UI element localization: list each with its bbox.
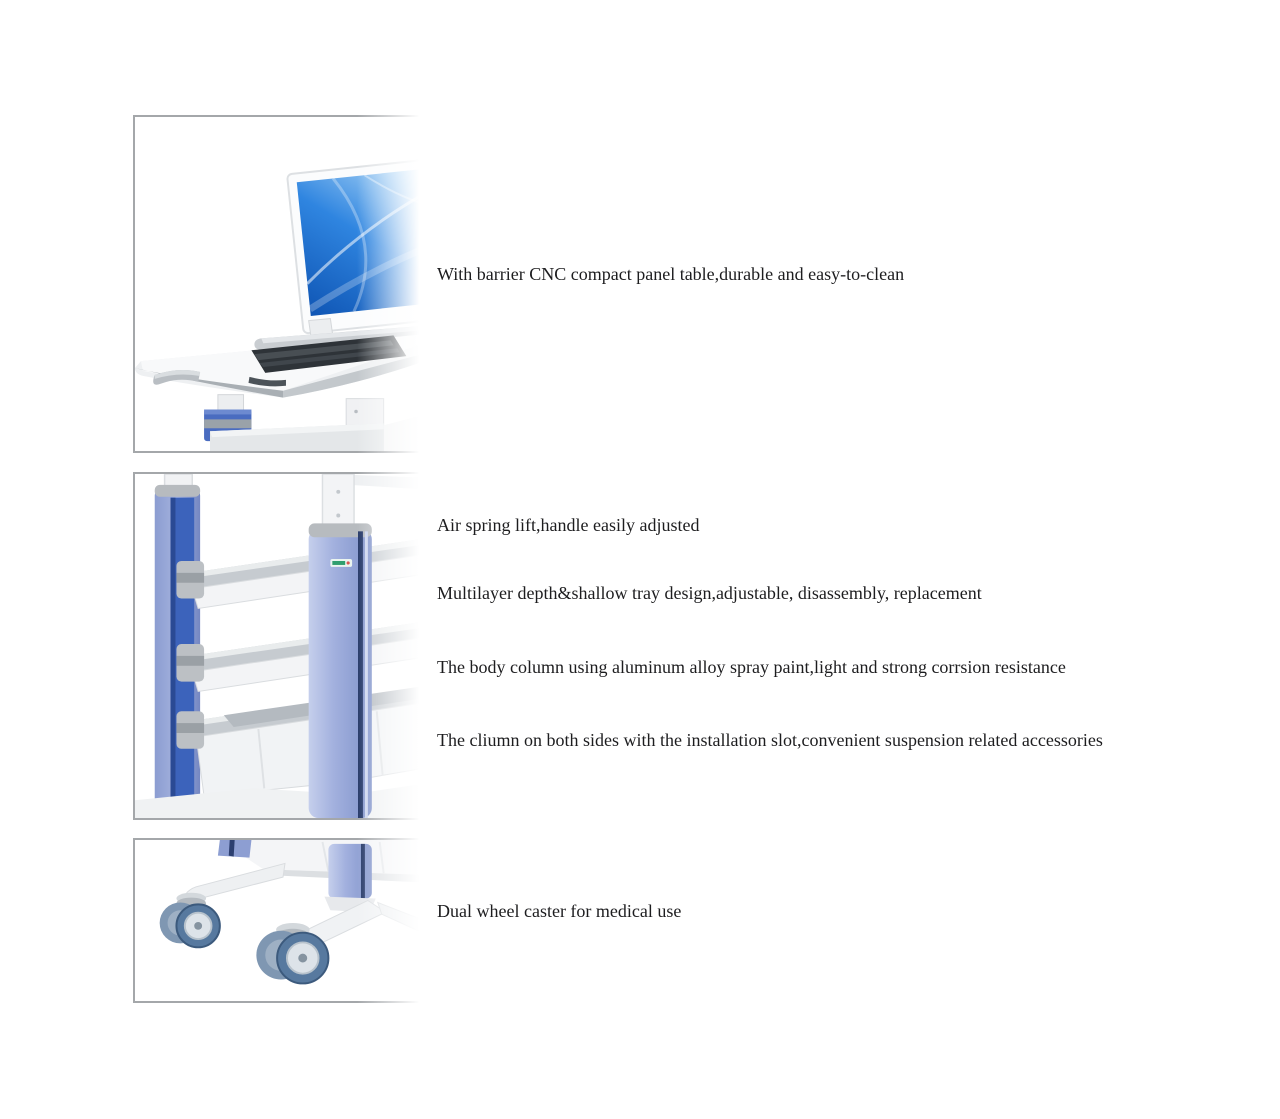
caption-body-column: The body column using aluminum alloy spr…	[437, 657, 1066, 677]
tray-shallow-2	[176, 620, 433, 693]
caption-panel-table: With barrier CNC compact panel table,dur…	[437, 264, 905, 284]
figure-tray-column	[133, 472, 435, 820]
caster-left	[159, 892, 221, 949]
monitor	[286, 153, 433, 335]
figure-panel-table	[133, 115, 435, 453]
product-photo-trays-columns	[135, 474, 433, 818]
tray-shallow-1	[176, 537, 433, 609]
tray-deep	[176, 685, 433, 797]
caption-installation-slot: The cliumn on both sides with the instal…	[437, 730, 1103, 750]
right-column	[308, 523, 372, 818]
caster-front	[256, 922, 330, 985]
product-photo-monitor-table	[135, 153, 433, 451]
figure-casters	[133, 838, 435, 1003]
caption-air-spring: Air spring lift,handle easily adjusted	[437, 515, 700, 535]
brand-logo-sticker	[330, 559, 353, 567]
product-photo-casters	[159, 840, 433, 985]
caption-dual-wheel-caster: Dual wheel caster for medical use	[437, 901, 682, 921]
caption-multilayer-tray: Multilayer depth&shallow tray design,adj…	[437, 583, 982, 603]
